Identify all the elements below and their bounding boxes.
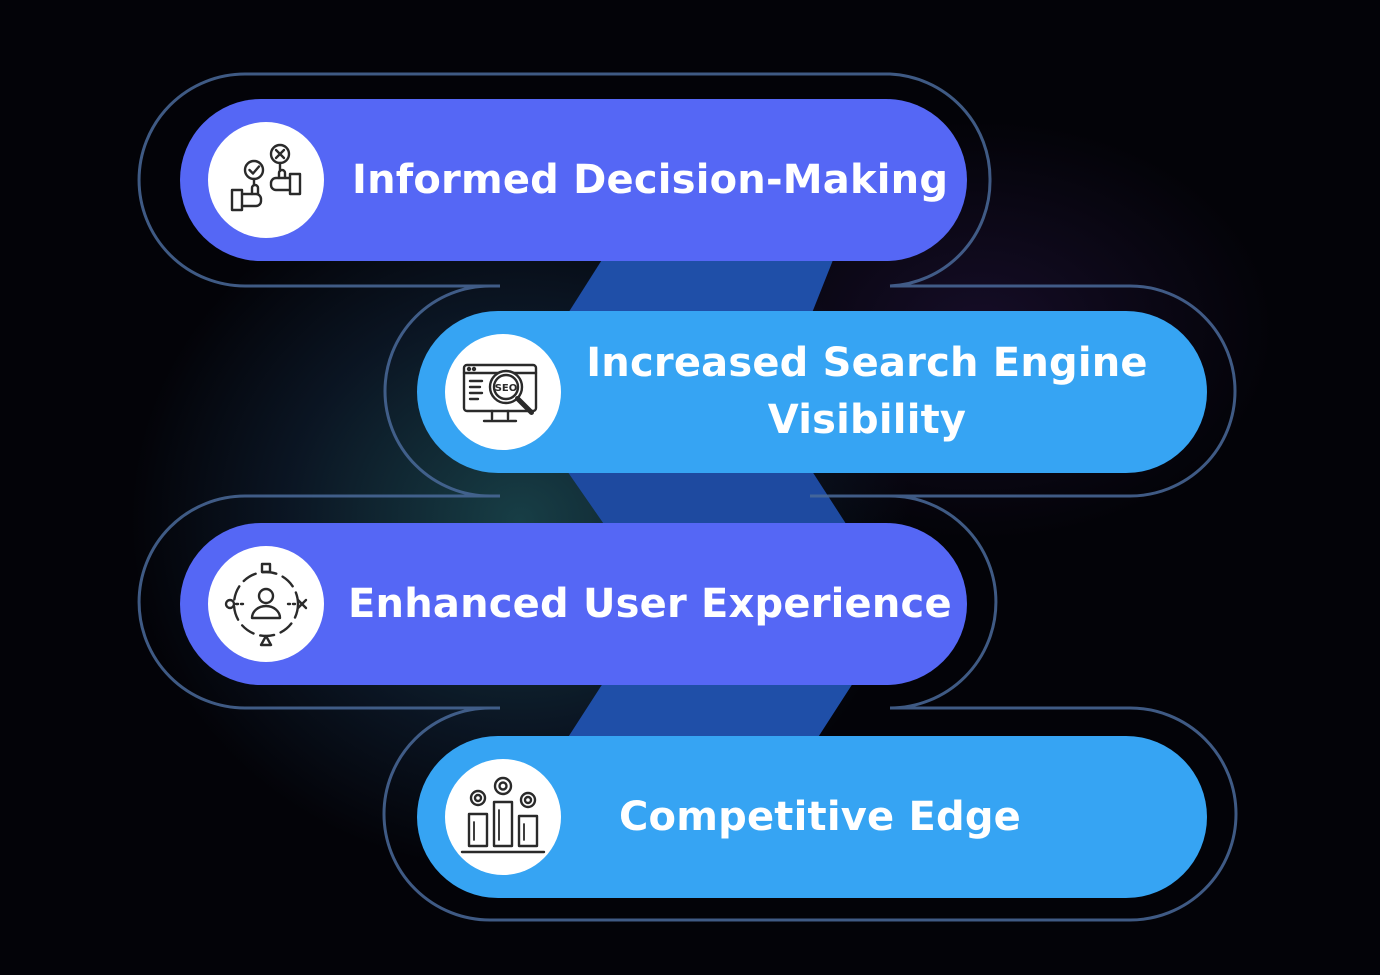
podium-icon [445, 759, 561, 875]
connector-3-4 [565, 680, 855, 742]
outline-2 [383, 284, 1237, 498]
svg-text:SEO: SEO [495, 383, 518, 394]
outline-4 [382, 706, 1238, 922]
benefit-label: Informed Decision-Making [352, 157, 949, 203]
connector-2-3 [565, 468, 850, 530]
outline-strokes [137, 72, 1238, 922]
benefit-label: Enhanced User Experience [348, 581, 952, 627]
seo-monitor-icon: SEO [445, 334, 561, 450]
benefit-pill-competitive-edge: Competitive Edge [417, 736, 1207, 898]
outline-1 [137, 72, 992, 288]
benefit-pill-search-visibility: SEO Increased Search Engine Visibility [417, 311, 1207, 473]
benefit-label: Increased Search Engine Visibility [586, 340, 1148, 443]
benefit-pill-informed-decision: Informed Decision-Making [180, 99, 967, 261]
connector-1-2 [565, 255, 835, 318]
benefit-label: Competitive Edge [619, 794, 1021, 840]
user-experience-icon [208, 546, 324, 662]
decision-hands-icon [208, 122, 324, 238]
outline-3 [137, 494, 998, 710]
benefit-pill-user-experience: Enhanced User Experience [180, 523, 967, 685]
